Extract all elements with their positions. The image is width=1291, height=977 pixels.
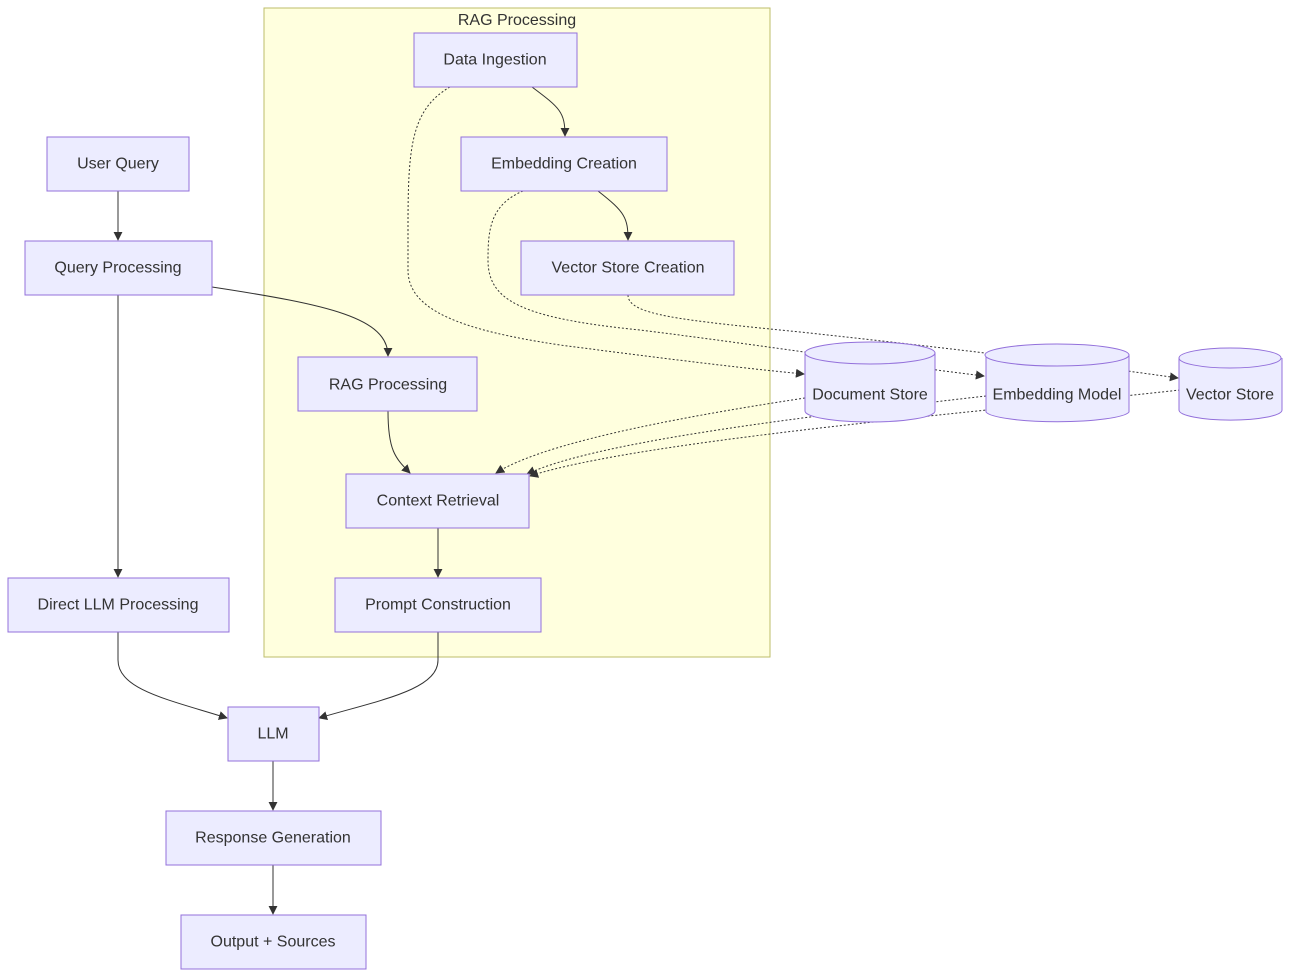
node-prompt-construction[interactable]: Prompt Construction xyxy=(334,577,542,633)
node-label: Direct LLM Processing xyxy=(38,597,199,614)
rag-processing-cluster: RAG Processing xyxy=(263,7,771,658)
edge-vector-store-to-context-retrieval xyxy=(529,389,1181,478)
node-label: Output + Sources xyxy=(211,934,336,951)
edge-data-ingestion-to-document-store xyxy=(407,86,805,378)
node-label: Query Processing xyxy=(54,260,181,277)
node-rag-processing[interactable]: RAG Processing xyxy=(297,356,478,412)
edge-rag-processing-to-context-retrieval xyxy=(387,410,411,474)
node-label: Data Ingestion xyxy=(443,52,546,69)
node-llm[interactable]: LLM xyxy=(227,706,320,762)
node-label: Document Store xyxy=(812,387,928,404)
node-label: Embedding Creation xyxy=(491,156,637,173)
node-label: Vector Store xyxy=(1186,387,1274,404)
node-direct-llm-processing[interactable]: Direct LLM Processing xyxy=(7,577,230,633)
node-label: Response Generation xyxy=(195,830,351,847)
node-output-sources[interactable]: Output + Sources xyxy=(180,914,367,970)
node-user-query[interactable]: User Query xyxy=(46,136,190,192)
node-embedding-creation[interactable]: Embedding Creation xyxy=(460,136,668,192)
node-label: Prompt Construction xyxy=(365,597,511,614)
node-response-generation[interactable]: Response Generation xyxy=(165,810,382,866)
node-label: Context Retrieval xyxy=(377,493,500,510)
node-data-ingestion[interactable]: Data Ingestion xyxy=(413,32,578,88)
node-label: User Query xyxy=(77,156,159,173)
edge-prompt-construction-to-llm xyxy=(318,632,439,721)
edge-data-ingestion-to-embedding-creation xyxy=(531,86,570,137)
edge-direct-llm-to-llm xyxy=(117,632,228,720)
cluster-title: RAG Processing xyxy=(458,12,576,29)
node-label: Embedding Model xyxy=(993,387,1122,404)
edge-query-processing-to-rag-processing xyxy=(211,286,393,357)
node-label: Vector Store Creation xyxy=(552,260,705,277)
node-query-processing[interactable]: Query Processing xyxy=(24,240,213,296)
node-label: LLM xyxy=(257,726,288,743)
edge-embedding-creation-to-vector-store-creation xyxy=(597,190,633,241)
node-vector-store-creation[interactable]: Vector Store Creation xyxy=(520,240,735,296)
node-document-store[interactable]: Document Store xyxy=(804,341,936,423)
node-context-retrieval[interactable]: Context Retrieval xyxy=(345,473,530,529)
node-label: RAG Processing xyxy=(329,377,447,394)
node-vector-store[interactable]: Vector Store xyxy=(1178,347,1283,421)
node-embedding-model[interactable]: Embedding Model xyxy=(984,343,1130,423)
